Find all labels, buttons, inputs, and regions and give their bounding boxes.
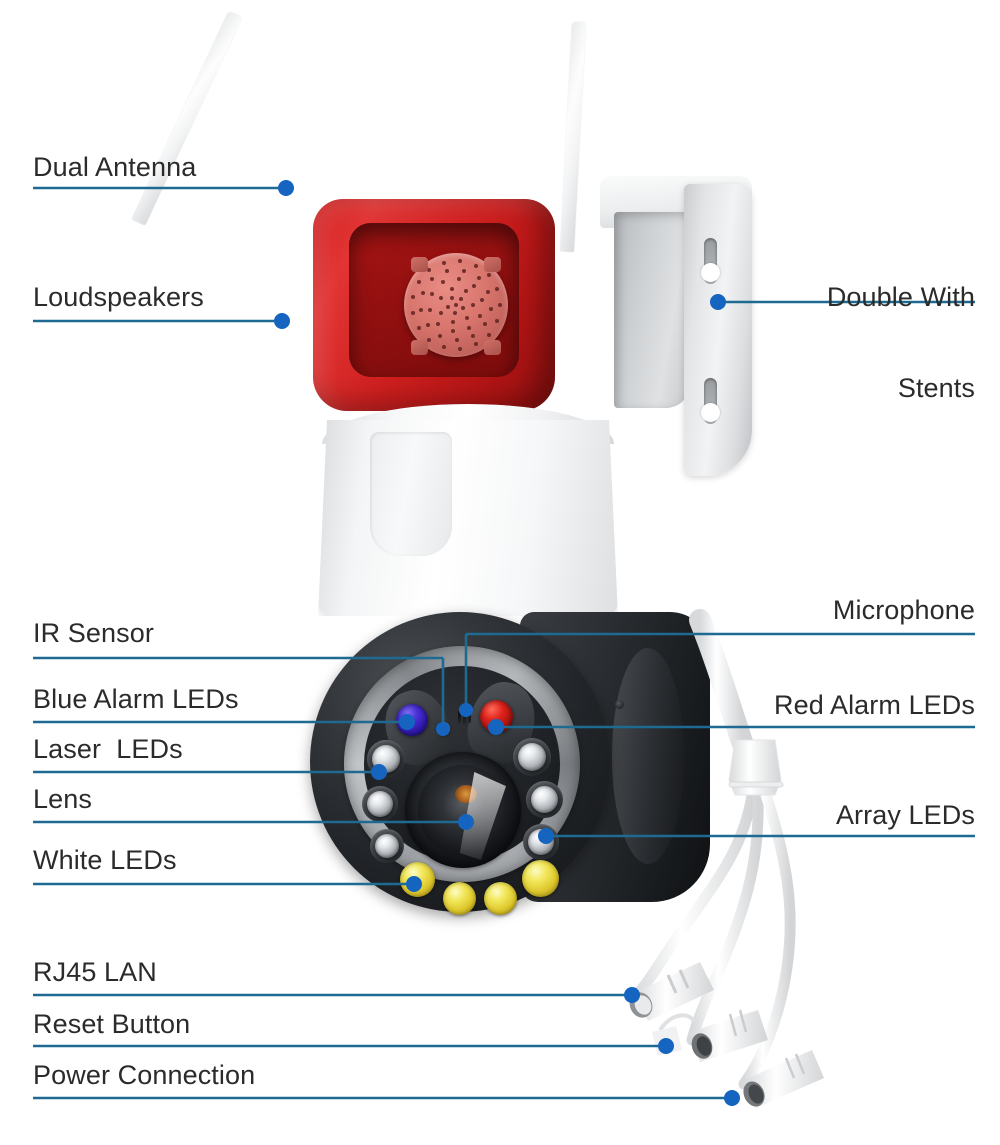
label-ir-sensor: IR Sensor xyxy=(33,618,154,648)
rj45-connector xyxy=(629,962,714,1021)
grille-hole xyxy=(430,277,435,282)
grille-hole xyxy=(458,346,463,351)
grille-hole xyxy=(438,310,443,315)
grille-hole xyxy=(427,267,432,272)
label-rj45-lan: RJ45 LAN xyxy=(33,957,157,987)
grille-hole xyxy=(495,318,500,323)
grille-hole xyxy=(458,259,463,264)
grille-hole xyxy=(419,307,424,312)
grille-hole xyxy=(457,277,462,282)
grille-hole xyxy=(476,276,481,281)
label-microphone: Microphone xyxy=(832,595,975,625)
grille-hole xyxy=(444,269,449,274)
array-led xyxy=(531,786,558,813)
grille-hole xyxy=(421,291,426,296)
label-power-connection: Power Connection xyxy=(33,1060,256,1090)
grille-hole xyxy=(427,338,432,343)
microphone-slit xyxy=(468,711,471,723)
label-double-with-stents-line1: Double With xyxy=(826,282,975,313)
grille-hole xyxy=(486,273,491,278)
grille-hole xyxy=(453,310,458,315)
grille-hole xyxy=(438,295,443,300)
microphone-slit xyxy=(458,711,461,723)
power-connector xyxy=(743,1050,824,1108)
grille-hole xyxy=(428,308,433,313)
wall-mount-bracket xyxy=(600,176,760,476)
array-led xyxy=(375,834,399,858)
grille-hole xyxy=(438,334,443,339)
grille-hole xyxy=(430,292,435,297)
label-blue-alarm-leds: Blue Alarm LEDs xyxy=(33,684,239,714)
grille-hole xyxy=(425,323,430,328)
grille-hole xyxy=(479,297,484,302)
label-lens: Lens xyxy=(33,784,92,814)
grille-hole xyxy=(454,337,459,342)
grille-hole xyxy=(410,311,415,316)
label-loudspeakers: Loudspeakers xyxy=(33,282,204,312)
grille-hole xyxy=(470,302,475,307)
grille-hole xyxy=(441,260,446,265)
grille-hole xyxy=(441,280,446,285)
label-dual-antenna: Dual Antenna xyxy=(33,152,197,182)
label-double-with-stents-line2: Stents xyxy=(897,373,975,404)
dome-rib xyxy=(612,648,684,864)
reset-connector xyxy=(652,1009,768,1062)
grille-hole xyxy=(471,283,476,288)
grille-hole xyxy=(486,289,491,294)
grille-hole xyxy=(454,303,458,307)
grille-hole xyxy=(446,304,451,309)
grille-hole xyxy=(450,319,455,324)
white-light-led xyxy=(443,882,476,915)
bracket-keyhole-top xyxy=(701,238,720,284)
label-red-alarm-leds: Red Alarm LEDs xyxy=(774,690,975,720)
grille-hole xyxy=(459,297,464,302)
grille-hole xyxy=(450,328,455,333)
grille-hole xyxy=(488,306,493,311)
grille-hole xyxy=(416,326,421,331)
white-light-led xyxy=(522,860,559,897)
grille-hole xyxy=(495,287,500,292)
grille-hole xyxy=(498,303,502,307)
camera-body xyxy=(318,420,618,616)
grille-hole xyxy=(483,322,488,327)
grille-hole xyxy=(461,306,466,311)
grille-hole xyxy=(486,332,491,337)
grille-hole xyxy=(410,294,415,299)
grille-hole xyxy=(464,316,469,321)
dome-screw xyxy=(615,700,624,709)
white-light-led xyxy=(484,882,517,915)
label-laser-leds: Laser LEDs xyxy=(33,734,183,764)
bracket-keyhole-bottom xyxy=(701,378,720,424)
label-reset-button: Reset Button xyxy=(33,1009,191,1039)
grille-hole xyxy=(441,345,446,350)
label-white-leds: White LEDs xyxy=(33,845,177,875)
grille-hole xyxy=(470,333,475,338)
grille-hole xyxy=(461,268,466,273)
grille-hole xyxy=(436,322,441,327)
grille-hole xyxy=(473,342,478,347)
grille-hole xyxy=(416,279,421,284)
grille-hole xyxy=(450,296,455,301)
grille-hole xyxy=(464,289,469,294)
array-led xyxy=(367,791,393,817)
grille-hole xyxy=(477,313,482,318)
grille-hole xyxy=(466,325,471,330)
grille-hole xyxy=(473,263,478,268)
array-led xyxy=(518,743,546,771)
label-array-leds: Array LEDs xyxy=(835,800,975,830)
grille-hole xyxy=(449,286,454,291)
label-double-with-stents: Double With Stents xyxy=(675,222,975,464)
